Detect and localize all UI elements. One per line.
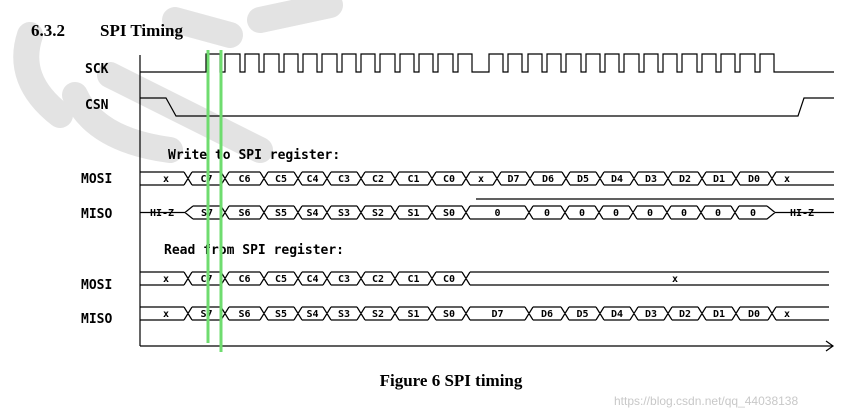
- bit-label-d7: D7: [507, 174, 519, 185]
- bit-label-d3: D3: [645, 309, 657, 320]
- bit-label-0: 0: [544, 208, 550, 219]
- bit-label-x: x: [784, 174, 790, 185]
- bit-label-s0: S0: [443, 309, 455, 320]
- bit-label-c4: C4: [306, 174, 318, 185]
- bit-label-d6: D6: [541, 309, 553, 320]
- bit-label-c5: C5: [275, 274, 287, 285]
- bit-label-d1: D1: [713, 309, 725, 320]
- bit-label-0: 0: [613, 208, 619, 219]
- url-watermark: https://blog.csdn.net/qq_44038138: [614, 394, 798, 408]
- bit-label-s6: S6: [238, 309, 250, 320]
- write-section-label: Write to SPI register:: [168, 148, 340, 163]
- bit-label-x: x: [672, 274, 678, 285]
- sck-label: SCK: [85, 62, 109, 77]
- bit-label-d1: D1: [713, 174, 725, 185]
- bit-label-c1: C1: [407, 274, 419, 285]
- bit-label-0: 0: [750, 208, 756, 219]
- bit-label-d5: D5: [576, 309, 588, 320]
- bit-label-s2: S2: [372, 208, 384, 219]
- write-mosi-bus: xC7C6C5C4C3C2C1C0xD7D6D5D4D3D2D1D0x: [140, 171, 834, 186]
- bit-label-d4: D4: [611, 174, 623, 185]
- bit-label-d7: D7: [491, 309, 503, 320]
- bit-label-0: 0: [715, 208, 721, 219]
- bit-label-s5: S5: [275, 309, 287, 320]
- bit-label-d6: D6: [542, 174, 554, 185]
- bit-label-s1: S1: [407, 208, 419, 219]
- bit-label-c0: C0: [443, 274, 455, 285]
- bit-label-d0: D0: [748, 309, 760, 320]
- bit-label-0: 0: [647, 208, 653, 219]
- bit-label-hi-z: HI-Z: [150, 208, 174, 219]
- bit-label-0: 0: [681, 208, 687, 219]
- bus-write-mosi-wire: [140, 171, 834, 186]
- bit-label-d2: D2: [679, 309, 691, 320]
- write-miso-bus: HI-ZS7S6S5S4S3S2S1S000000000HI-Z: [140, 198, 834, 220]
- bit-label-s6: S6: [238, 208, 250, 219]
- figure-caption: Figure 6 SPI timing: [380, 371, 523, 390]
- bit-label-d0: D0: [748, 174, 760, 185]
- read-miso-label: MISO: [81, 312, 112, 327]
- section-number: 6.3.2: [31, 21, 65, 40]
- bit-label-s2: S2: [372, 309, 384, 320]
- bit-label-c6: C6: [238, 274, 250, 285]
- bit-label-x: x: [163, 174, 169, 185]
- bit-label-x: x: [163, 309, 169, 320]
- write-mosi-label: MOSI: [81, 172, 112, 187]
- write-miso-label: MISO: [81, 207, 112, 222]
- bit-label-hi-z: HI-Z: [790, 208, 814, 219]
- bit-label-d2: D2: [679, 174, 691, 185]
- bit-label-x: x: [163, 274, 169, 285]
- bus-read-miso-wire: [140, 306, 829, 321]
- bit-label-c4: C4: [306, 274, 318, 285]
- bit-label-s3: S3: [338, 208, 350, 219]
- read-section-label: Read from SPI register:: [164, 243, 344, 258]
- sck-waveform: [140, 53, 834, 73]
- read-mosi-label: MOSI: [81, 278, 112, 293]
- read-miso-bus: xS7S6S5S4S3S2S1S0D7D6D5D4D3D2D1D0x: [140, 306, 829, 321]
- bit-label-c2: C2: [372, 174, 384, 185]
- bit-label-c6: C6: [238, 174, 250, 185]
- bit-label-x: x: [478, 174, 484, 185]
- bit-label-c3: C3: [338, 174, 350, 185]
- csn-waveform: [140, 97, 834, 117]
- bit-label-d3: D3: [645, 174, 657, 185]
- time-axis-arrow: [825, 340, 835, 352]
- bit-label-0: 0: [579, 208, 585, 219]
- bus-write-miso-wire: [140, 205, 834, 220]
- bit-label-c1: C1: [407, 174, 419, 185]
- bit-label-s3: S3: [338, 309, 350, 320]
- bit-label-s5: S5: [275, 208, 287, 219]
- csn-label: CSN: [85, 98, 109, 113]
- bit-label-s4: S4: [306, 208, 318, 219]
- section-title: SPI Timing: [100, 21, 183, 40]
- bit-label-d4: D4: [611, 309, 623, 320]
- bit-label-c2: C2: [372, 274, 384, 285]
- bit-label-s4: S4: [306, 309, 318, 320]
- bit-label-s1: S1: [407, 309, 419, 320]
- bit-label-d5: D5: [577, 174, 589, 185]
- bit-label-s0: S0: [443, 208, 455, 219]
- read-mosi-bus: xC7C6C5C4C3C2C1C0x: [140, 271, 829, 286]
- bit-label-0: 0: [494, 208, 500, 219]
- bit-label-c5: C5: [275, 174, 287, 185]
- bit-label-c3: C3: [338, 274, 350, 285]
- bit-label-c0: C0: [443, 174, 455, 185]
- background-logo-watermark: [13, 0, 343, 163]
- bit-label-x: x: [784, 309, 790, 320]
